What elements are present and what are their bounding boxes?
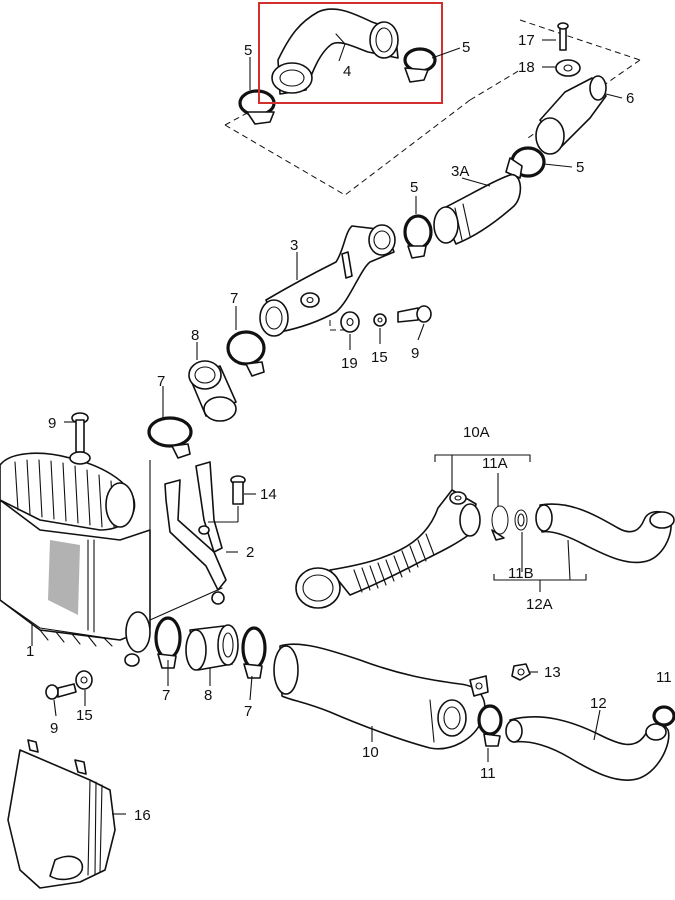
callout-7-b: 7 — [157, 373, 165, 390]
callout-15-bottom: 15 — [76, 707, 93, 724]
callout-14: 14 — [260, 486, 277, 503]
grommet-19[interactable] — [340, 311, 360, 333]
callout-19: 19 — [341, 355, 358, 372]
hose-12[interactable] — [505, 716, 670, 781]
callout-12a: 12A — [526, 596, 553, 613]
callout-11-right: 11 — [656, 669, 672, 686]
callout-7-a: 7 — [230, 290, 238, 307]
callout-5-top-right: 5 — [462, 39, 470, 56]
clamp-7-lower-left[interactable] — [154, 616, 182, 669]
callout-6: 6 — [626, 90, 634, 107]
callout-10: 10 — [362, 744, 379, 761]
leader-lines — [31, 39, 623, 815]
clamp-5-top-left[interactable] — [238, 89, 276, 125]
callout-9-top-left: 9 — [48, 415, 56, 432]
clamp-7-left[interactable] — [147, 416, 193, 459]
seal-11b[interactable] — [514, 509, 528, 531]
callout-18: 18 — [518, 59, 535, 76]
air-duct-16[interactable] — [7, 739, 116, 889]
washer-15-bottom[interactable] — [75, 670, 93, 690]
clamp-7-lower-right[interactable] — [241, 626, 267, 679]
bolt-9-top-left[interactable] — [69, 412, 91, 465]
callout-16: 16 — [134, 807, 151, 824]
callout-3: 3 — [290, 237, 298, 254]
callout-2: 2 — [246, 544, 254, 561]
washer-15-middle[interactable] — [373, 313, 387, 327]
callout-11a: 11A — [482, 455, 508, 472]
callout-13: 13 — [544, 664, 561, 681]
callout-8-b: 8 — [204, 687, 212, 704]
callout-9-middle: 9 — [411, 345, 419, 362]
callout-11: 11 — [480, 765, 496, 782]
callout-11b: 11B — [508, 565, 534, 582]
clamp-5-middle[interactable] — [403, 214, 433, 259]
callout-12: 12 — [590, 695, 607, 712]
callout-labels: 5 4 5 17 18 6 5 3A 5 3 7 8 19 15 9 7 9 1… — [26, 32, 672, 824]
callout-15-middle: 15 — [371, 349, 388, 366]
pipe-10[interactable] — [273, 643, 489, 750]
callout-7-d: 7 — [244, 703, 252, 720]
callout-1: 1 — [26, 643, 34, 660]
clamp-11a[interactable] — [491, 505, 509, 541]
callout-10a: 10A — [463, 424, 490, 441]
hose-12a[interactable] — [535, 503, 675, 564]
bolt-14[interactable] — [230, 475, 246, 505]
nut-13[interactable] — [511, 663, 531, 681]
hose-4[interactable] — [271, 8, 399, 95]
clamp-7-upper[interactable] — [226, 330, 266, 377]
pipe-10a[interactable] — [295, 489, 481, 609]
hose-3a[interactable] — [433, 174, 522, 245]
callout-5-right: 5 — [576, 159, 584, 176]
clamp-5-right[interactable] — [505, 146, 546, 179]
pipe-3[interactable] — [259, 224, 396, 337]
callout-8-a: 8 — [191, 327, 199, 344]
callout-9-bottom-left: 9 — [50, 720, 58, 737]
callout-5-top-left: 5 — [244, 42, 252, 59]
highlight-box-part-4 — [258, 2, 443, 104]
connector-6[interactable] — [535, 22, 607, 155]
bolt-9-middle[interactable] — [397, 305, 432, 323]
sleeve-8-upper[interactable] — [188, 360, 237, 422]
clamp-5-top-right[interactable] — [403, 47, 437, 83]
callout-3a: 3A — [451, 163, 469, 180]
bracket-2[interactable] — [149, 461, 227, 621]
clamp-11[interactable] — [477, 704, 503, 747]
intercooler-1[interactable] — [0, 452, 151, 667]
clamp-11-right[interactable] — [652, 705, 675, 727]
sleeve-8-lower[interactable] — [185, 624, 239, 671]
bolt-9-bottom-left[interactable] — [45, 683, 77, 700]
callout-7-c: 7 — [162, 687, 170, 704]
callout-5-middle: 5 — [410, 179, 418, 196]
callout-17: 17 — [518, 32, 535, 49]
callout-4: 4 — [343, 63, 351, 80]
